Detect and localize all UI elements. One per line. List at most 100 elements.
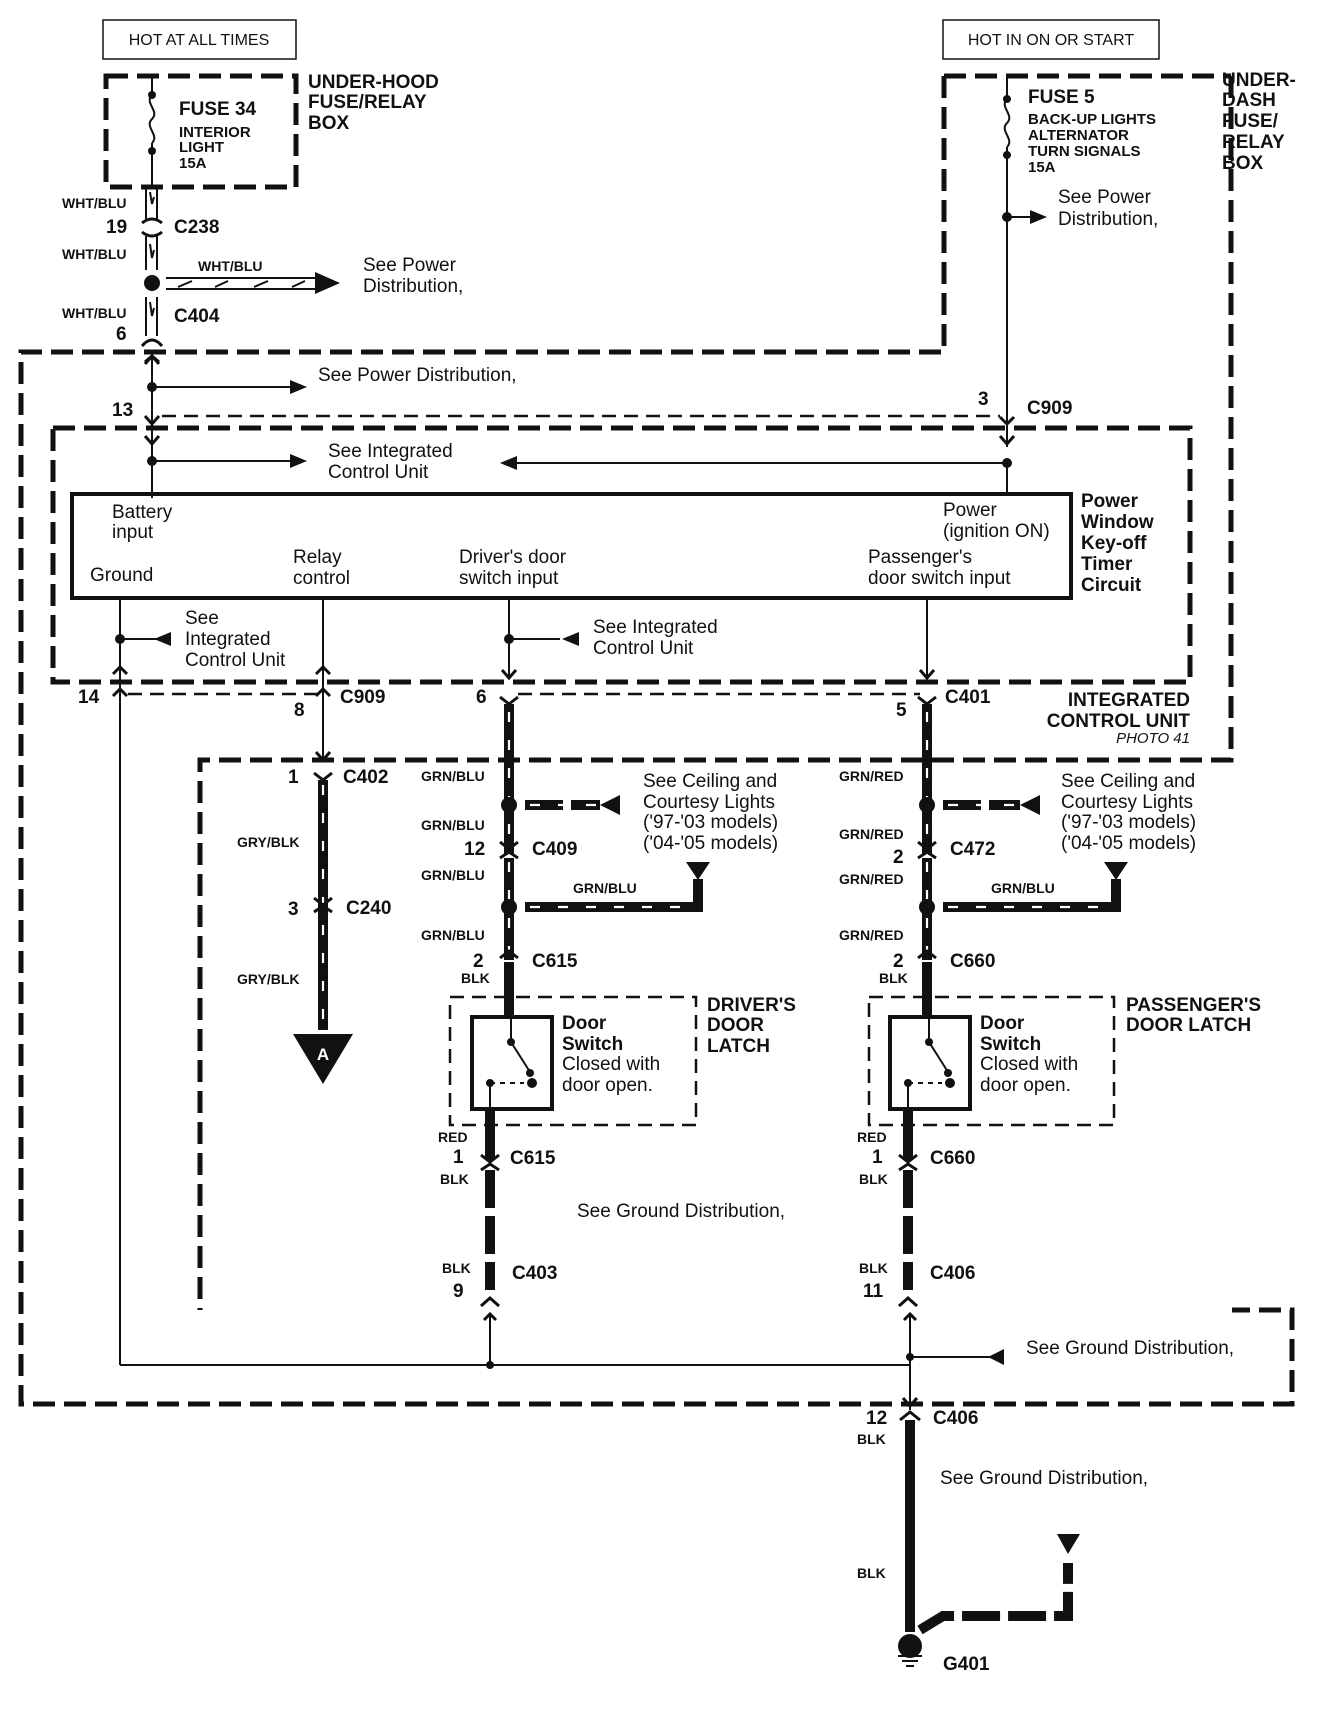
fuse-34-desc-3: 15A [179,155,207,172]
relay-control-wire [314,598,332,763]
power-window-key-off-timer-module: Battery input Power (ignition ON) Ground… [70,463,1073,600]
switch-label-1: Door [562,1013,607,1034]
fuse-34-name: FUSE 34 [179,99,257,120]
arrow-left-icon [154,632,171,646]
ceiling-note-1: See Ceiling and [1061,771,1195,792]
see-icu-note-left-2: Integrated [185,629,271,650]
c615-top-pin-label: 2 [473,951,484,972]
fuse-5: FUSE 5 BACK-UP LIGHTS ALTERNATOR TURN SI… [1002,76,1158,447]
fuse-5-desc-1: BACK-UP LIGHTS [1028,111,1156,128]
driver-input-wire-internal [500,598,579,681]
power-input-label-2: (ignition ON) [943,521,1050,542]
wire-color-label: BLK [440,1171,469,1187]
wire-color-label: GRN/BLU [421,867,485,883]
wire-color-label: BLK [879,970,908,986]
hot-in-on-or-start-header: HOT IN ON OR START [942,19,1160,60]
c409-pin-label: 12 [464,839,485,860]
under-dash-label-4: RELAY [1222,132,1285,153]
c615-bottom-connector-label: C615 [510,1148,556,1169]
ceiling-courtesy-note-passenger: See Ceiling and Courtesy Lights ('97-'03… [1061,771,1196,854]
c406-pin-12-label: 12 [866,1408,887,1429]
ceiling-note-4: ('04-'05 models) [643,833,778,854]
passenger-switch-input-label-1: Passenger's [868,547,972,568]
passenger-door-switch-text: Door Switch Closed with door open. [980,1013,1078,1096]
see-icu-note-left-1: See [185,608,219,629]
fuse-5-desc-3: TURN SIGNALS [1028,143,1141,160]
arrow-left-icon [1020,795,1040,815]
relay-control-label-1: Relay [293,547,342,568]
see-power-distribution-note: See Power Distribution, [318,365,517,386]
c615-bottom-pin-label: 1 [453,1147,464,1168]
wire-color-label: BLK [461,970,490,986]
latch-label-2: DOOR [707,1015,764,1036]
c404-connector-label: C404 [174,306,220,327]
wire-color-label: GRY/BLK [237,971,299,987]
splice-dot [144,275,160,291]
driver-door-circuit [448,695,710,1369]
c406-pin-11-label: 11 [863,1281,884,1302]
integrated-control-unit-boundary [50,425,1193,685]
switch-label-3: Closed with [562,1054,660,1075]
drivers-door-latch-label: DRIVER'S DOOR LATCH [707,995,796,1057]
wire-color-label: GRN/RED [839,927,904,943]
c909-pin-14-label: 14 [78,687,100,708]
latch-label-3: LATCH [707,1036,770,1057]
ceiling-note-3: ('97-'03 models) [643,812,778,833]
arrow-right-icon [290,454,307,468]
driver-door-switch-text: Door Switch Closed with door open. [562,1013,660,1096]
see-power-distribution-note-2: Distribution, [1058,209,1158,230]
g401-ground-label: G401 [943,1654,990,1675]
relay-branch-wire: A [293,771,353,1084]
latch-label-1: DRIVER'S [707,995,796,1016]
wire-color-label: BLK [859,1260,888,1276]
arrow-right-icon [1030,210,1047,224]
c472-connector-label: C472 [950,839,995,860]
c238-connector-label: C238 [174,217,219,238]
timer-module-title: Power Window Key-off Timer Circuit [1081,491,1154,596]
c660-bottom-connector-label: C660 [930,1148,975,1169]
c401-connector-label: C401 [945,687,991,708]
switch-label-1: Door [980,1013,1025,1034]
arrow-right-icon [290,380,307,394]
see-power-distribution-note-1: See Power [363,255,457,276]
wire-color-label: BLK [857,1565,886,1581]
ground-pin-label: Ground [90,565,153,586]
c909-connector-label: C909 [1027,398,1072,419]
c909-pin-13-label: 13 [112,400,133,421]
splice-dot [501,797,517,813]
switch-label-2: Switch [980,1034,1041,1055]
see-icu-note-mid-1: See Integrated [593,617,718,638]
see-ground-distribution-note: See Ground Distribution, [940,1468,1148,1489]
c402-connector-label: C402 [343,767,388,788]
under-hood-box-label-3: BOX [308,113,350,134]
branch-wire-color-label: WHT/BLU [198,258,263,274]
icu-photo-ref: PHOTO 41 [1116,730,1190,747]
see-icu-note-top-2: Control Unit [328,462,429,483]
wire-color-label: GRY/BLK [237,834,299,850]
under-hood-fuse-relay-box: UNDER-HOOD FUSE/RELAY BOX [103,72,439,190]
arrow-left-icon [500,456,517,470]
passenger-input-wire-internal [918,598,936,681]
c909-connector-label: C909 [340,687,385,708]
branch-wire-color-label: GRN/BLU [991,880,1055,896]
passenger-door-circuit [867,695,1128,1410]
wire-color-label: GRN/BLU [421,927,485,943]
c909-pin-8-label: 8 [294,700,305,721]
see-icu-note-top-1: See Integrated [328,441,453,462]
wire-color-label: WHT/BLU [62,246,127,262]
ceiling-note-4: ('04-'05 models) [1061,833,1196,854]
c238-connector-icon [141,217,163,238]
c615-top-connector-label: C615 [532,951,578,972]
c909-pin-3-label: 3 [978,389,989,410]
c401-pin-6-label: 6 [476,687,487,708]
arrow-down-icon [1057,1534,1080,1554]
splice-dot [919,797,935,813]
arrow-left-icon [562,632,579,646]
battery-input-label-1: Battery [112,502,173,523]
fuse-34: FUSE 34 INTERIOR LIGHT 15A [148,76,257,187]
latch-label-1: PASSENGER'S [1126,995,1261,1016]
switch-label-4: door open. [562,1075,653,1096]
see-power-distribution-note-2: Distribution, [363,276,463,297]
ceiling-courtesy-note-driver: See Ceiling and Courtesy Lights ('97-'03… [643,771,778,854]
